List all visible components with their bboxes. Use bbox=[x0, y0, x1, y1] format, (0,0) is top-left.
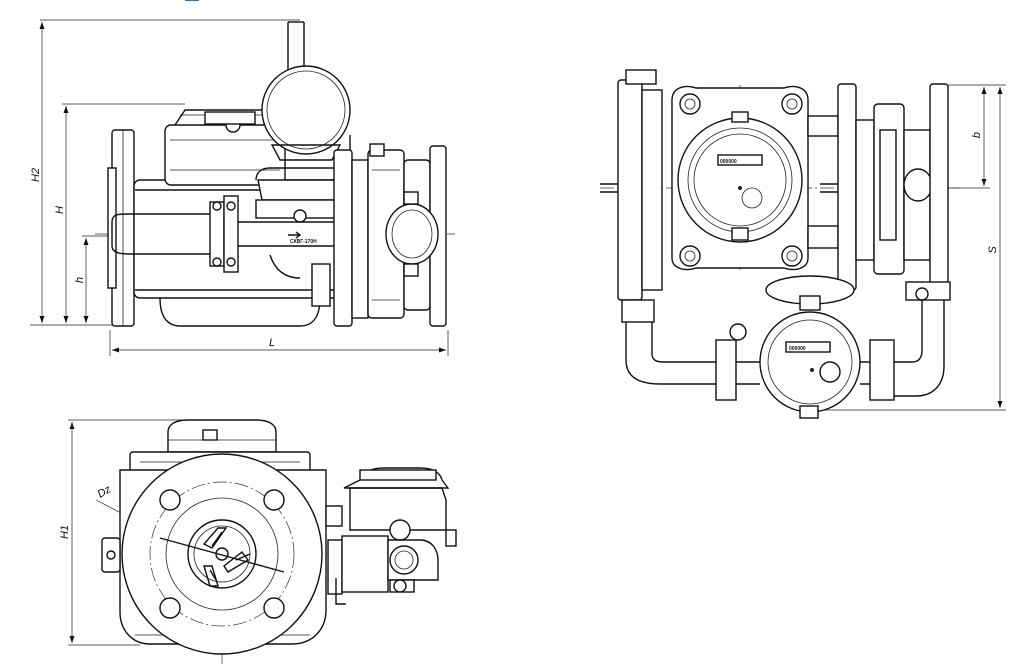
top-left-flange bbox=[600, 69, 663, 301]
right-flange bbox=[333, 149, 369, 327]
top-counter-digits: 000000 bbox=[720, 159, 737, 165]
bypass-pipe bbox=[111, 195, 370, 273]
dimension-label-h1: H1 bbox=[59, 525, 71, 539]
dimension-label-s: S bbox=[987, 246, 999, 254]
meter-body bbox=[133, 109, 351, 327]
right-fitting bbox=[367, 143, 447, 327]
side-bore bbox=[159, 519, 285, 589]
meter-marking: СКВГ-170Н bbox=[290, 239, 317, 245]
top-view-dimensions bbox=[800, 84, 1006, 411]
dimension-label-h: H bbox=[54, 206, 66, 214]
bypass-counter-digits: 000000 bbox=[789, 346, 806, 352]
dimension-label-h2: H2 bbox=[30, 168, 42, 182]
top-bypass-loop bbox=[621, 275, 951, 419]
dimension-label-h-small: h bbox=[74, 277, 86, 283]
front-view-dimensions bbox=[30, 19, 449, 356]
top-body bbox=[671, 85, 809, 271]
dimension-label-b: b bbox=[971, 132, 983, 138]
side-right-assembly bbox=[325, 467, 457, 605]
top-view: b S bbox=[600, 69, 1006, 419]
side-view: H1 Dz bbox=[59, 419, 457, 665]
bypass-meter: СКВГ-170Н bbox=[255, 167, 355, 307]
top-right-assembly bbox=[807, 83, 949, 295]
dimension-label-l: L bbox=[269, 337, 275, 349]
front-view: H2 H h L bbox=[30, 19, 455, 356]
dimension-label-dz: Dz bbox=[96, 483, 114, 500]
